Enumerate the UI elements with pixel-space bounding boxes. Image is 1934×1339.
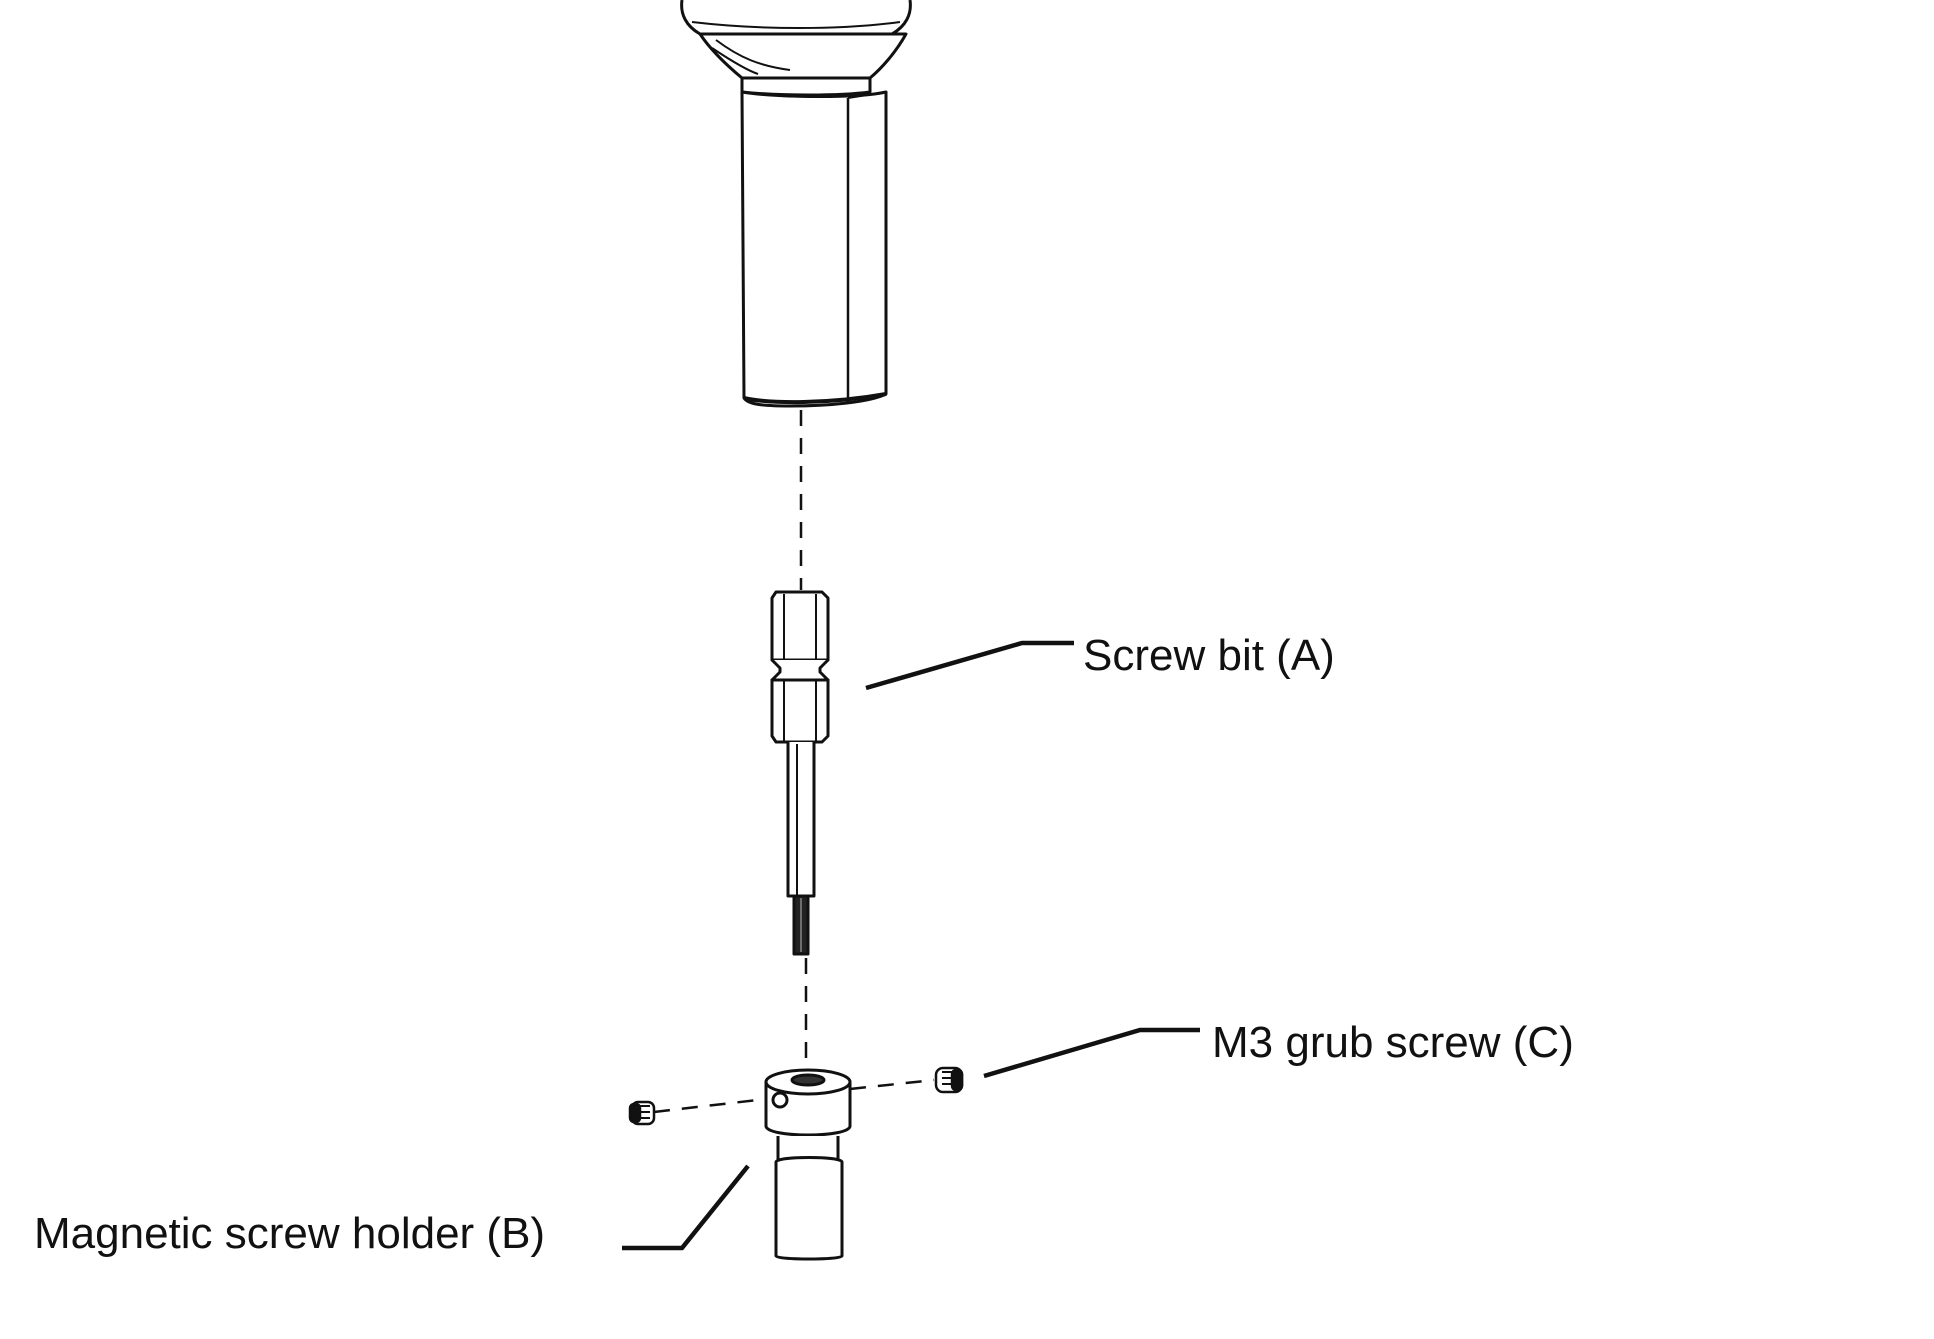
grub-screw-right bbox=[934, 1066, 964, 1094]
grub-screw-axis-line bbox=[653, 1078, 935, 1114]
grub-screw-label: M3 grub screw (C) bbox=[1212, 1018, 1574, 1067]
leader-lines bbox=[622, 640, 1200, 1251]
magnetic-screw-holder-label: Magnetic screw holder (B) bbox=[34, 1209, 546, 1258]
screw-bit-part bbox=[770, 590, 830, 956]
magnetic-screw-holder-part bbox=[764, 1068, 852, 1261]
leader-line-grub-screw bbox=[983, 1027, 1200, 1079]
assembly-axis-line bbox=[799, 410, 808, 1068]
screwdriver-handle bbox=[680, 0, 912, 408]
screw-bit-label: Screw bit (A) bbox=[1083, 631, 1335, 680]
leader-line-holder bbox=[622, 1164, 750, 1251]
grub-screw-left bbox=[628, 1100, 656, 1126]
leader-line-screw-bit bbox=[865, 640, 1074, 691]
